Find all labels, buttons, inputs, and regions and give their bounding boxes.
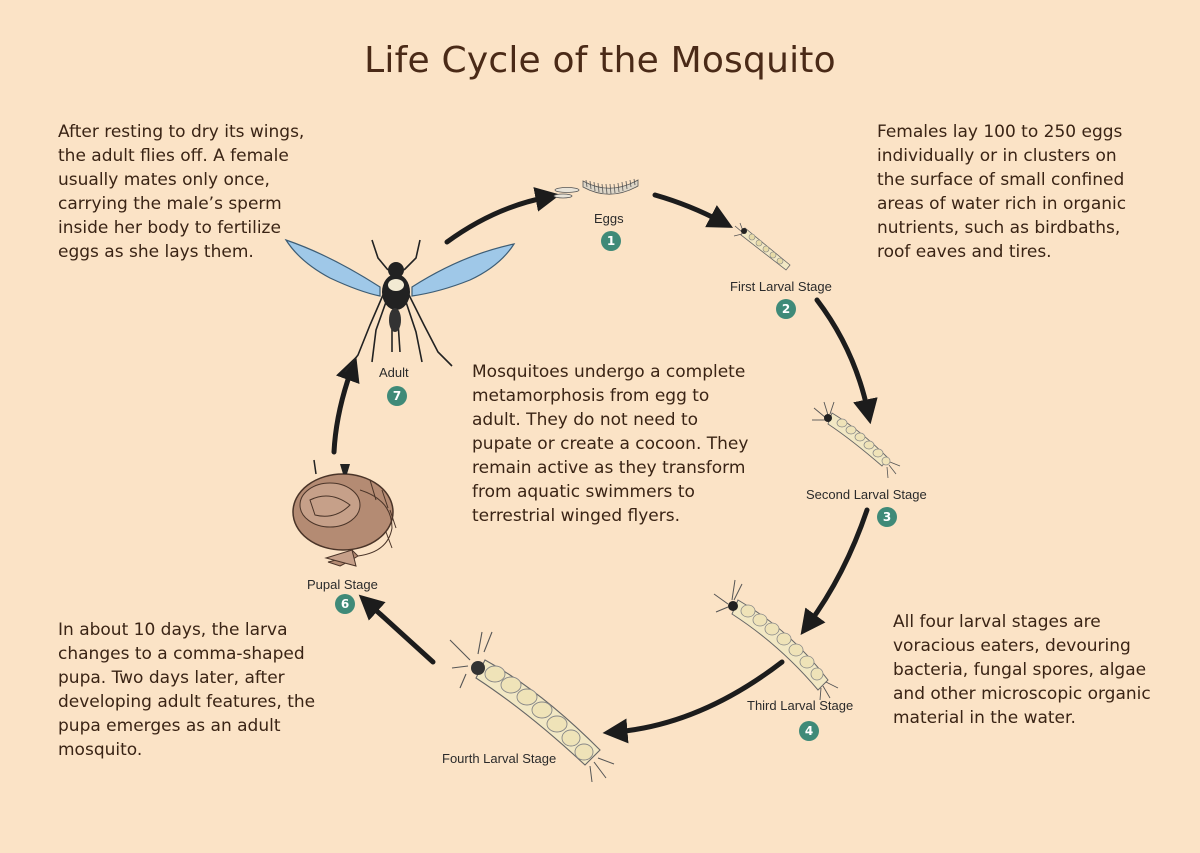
stage-number-badge-7: 7	[387, 386, 407, 406]
fourth-larva-illustration	[449, 631, 615, 783]
arrow-adult-to-eggs	[444, 187, 561, 245]
larval-stages-note: All four larval stages are voracious eat…	[893, 612, 1151, 728]
stage-number-badge-1: 1	[601, 231, 621, 251]
arrow-pupa-to-adult	[331, 356, 360, 455]
second-larva-illustration	[812, 401, 901, 479]
arrow-eggs-to-first	[652, 192, 734, 228]
cycle-arrows	[331, 187, 878, 744]
stage-label-third-larval: Third Larval Stage	[747, 698, 854, 713]
stage-label-pupal: Pupal Stage	[307, 577, 378, 592]
arrow-first-to-second	[814, 297, 878, 425]
third-larva-illustration	[713, 579, 839, 701]
eggs-illustration	[553, 178, 639, 199]
arrow-fourth-to-pupa	[358, 594, 436, 665]
arrow-third-to-fourth	[602, 659, 785, 744]
stage-label-fourth-larval: Fourth Larval Stage	[442, 751, 557, 766]
stage-label-adult: Adult	[379, 365, 409, 380]
stage-label-second-larval: Second Larval Stage	[806, 487, 927, 502]
stage-number-badge-2: 2	[776, 299, 796, 319]
metamorphosis-note: Mosquitoes undergo a complete metamorpho…	[472, 362, 749, 526]
pupal-stage-note: In about 10 days, the larva changes to a…	[58, 620, 316, 760]
stage-label-eggs: Eggs	[594, 211, 624, 226]
diagram-title: Life Cycle of the Mosquito	[364, 40, 836, 81]
stage-number-badge-4: 4	[799, 721, 819, 741]
adult-mosquito-illustration	[284, 238, 516, 373]
stage-number-badge-6: 6	[335, 594, 355, 614]
arrow-second-to-third	[800, 507, 870, 636]
eggs-stage-note: Females lay 100 to 250 eggs individually…	[877, 122, 1127, 262]
first-larva-illustration	[733, 222, 791, 271]
stage-label-first-larval: First Larval Stage	[730, 279, 832, 294]
stage-number-badge-3: 3	[877, 507, 897, 527]
pupa-illustration	[292, 459, 397, 567]
adult-stage-note: After resting to dry its wings, the adul…	[58, 122, 305, 262]
